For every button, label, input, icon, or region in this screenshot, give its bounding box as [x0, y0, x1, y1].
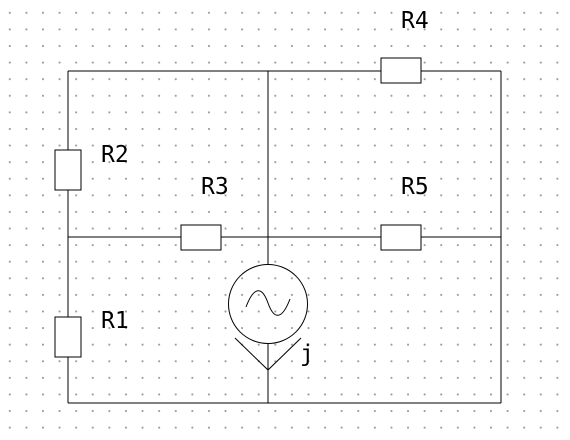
label-r5: R5 [401, 174, 429, 200]
label-r1: R1 [101, 308, 129, 334]
resistor-r1 [54, 316, 82, 358]
label-r3: R3 [201, 174, 229, 200]
ac-current-source-icon [228, 264, 308, 371]
resistor-r2 [54, 149, 82, 191]
wires [67, 70, 502, 404]
label-source-j: j [300, 341, 314, 367]
resistor-r5 [380, 224, 422, 251]
resistor-r4 [380, 57, 422, 84]
label-r4: R4 [401, 8, 429, 34]
resistor-r3 [180, 224, 222, 251]
label-r2: R2 [101, 142, 129, 168]
